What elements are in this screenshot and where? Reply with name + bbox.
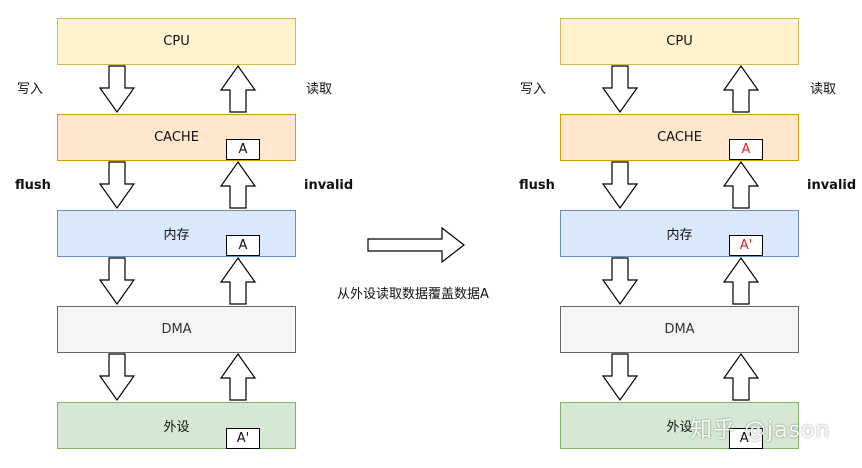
down-arrow-left-2	[98, 161, 136, 210]
down-arrow-left-4	[98, 353, 136, 402]
right-invalid-label: invalid	[807, 178, 857, 193]
watermark: 知乎 @jason	[690, 418, 831, 443]
right-dma-label: DMA	[664, 322, 695, 337]
left-cpu-label: CPU	[163, 34, 190, 49]
up-arrow-left-3	[219, 256, 257, 305]
left-memory-label: 内存	[163, 228, 190, 243]
right-cache-box: CACHE	[560, 114, 799, 161]
up-arrow-right-1	[722, 64, 760, 113]
left-memory-box: 内存	[57, 210, 296, 257]
right-cache-data-tag: A	[729, 139, 763, 160]
down-arrow-right-4	[601, 353, 639, 402]
down-arrow-right-1	[601, 65, 639, 114]
left-write-label: 写入	[17, 82, 44, 97]
down-arrow-right-2	[601, 161, 639, 210]
down-arrow-right-3	[601, 257, 639, 306]
left-memory-data-tag: A	[226, 235, 260, 256]
down-arrow-left-1	[98, 65, 136, 114]
right-write-label: 写入	[520, 82, 547, 97]
left-flush-label: flush	[15, 178, 51, 193]
right-cpu-label: CPU	[666, 34, 693, 49]
left-cache-data-tag: A	[226, 139, 260, 160]
transition-arrow	[367, 226, 465, 264]
up-arrow-left-4	[219, 352, 257, 401]
left-device-box: 外设	[57, 402, 296, 449]
right-device-label: 外设	[666, 420, 693, 435]
left-cache-box: CACHE	[57, 114, 296, 161]
right-memory-box: 内存	[560, 210, 799, 257]
up-arrow-right-4	[722, 352, 760, 401]
right-dma-box: DMA	[560, 306, 799, 353]
up-arrow-right-2	[722, 160, 760, 209]
down-arrow-left-3	[98, 257, 136, 306]
up-arrow-left-1	[219, 64, 257, 113]
left-dma-box: DMA	[57, 306, 296, 353]
transition-caption: 从外设读取数据覆盖数据A	[337, 287, 489, 302]
right-read-label: 读取	[810, 82, 837, 97]
right-device-data-tag: A'	[729, 428, 763, 449]
left-dma-label: DMA	[161, 322, 192, 337]
left-device-data-tag: A'	[226, 428, 260, 449]
right-memory-data-tag: A'	[729, 235, 763, 256]
right-memory-label: 内存	[666, 228, 693, 243]
right-flush-label: flush	[519, 178, 555, 193]
left-read-label: 读取	[306, 82, 333, 97]
up-arrow-right-3	[722, 256, 760, 305]
left-cpu-box: CPU	[57, 18, 296, 65]
left-cache-label: CACHE	[154, 130, 199, 145]
left-device-label: 外设	[163, 420, 190, 435]
right-cpu-box: CPU	[560, 18, 799, 65]
left-invalid-label: invalid	[304, 178, 354, 193]
right-cache-label: CACHE	[657, 130, 702, 145]
up-arrow-left-2	[219, 160, 257, 209]
